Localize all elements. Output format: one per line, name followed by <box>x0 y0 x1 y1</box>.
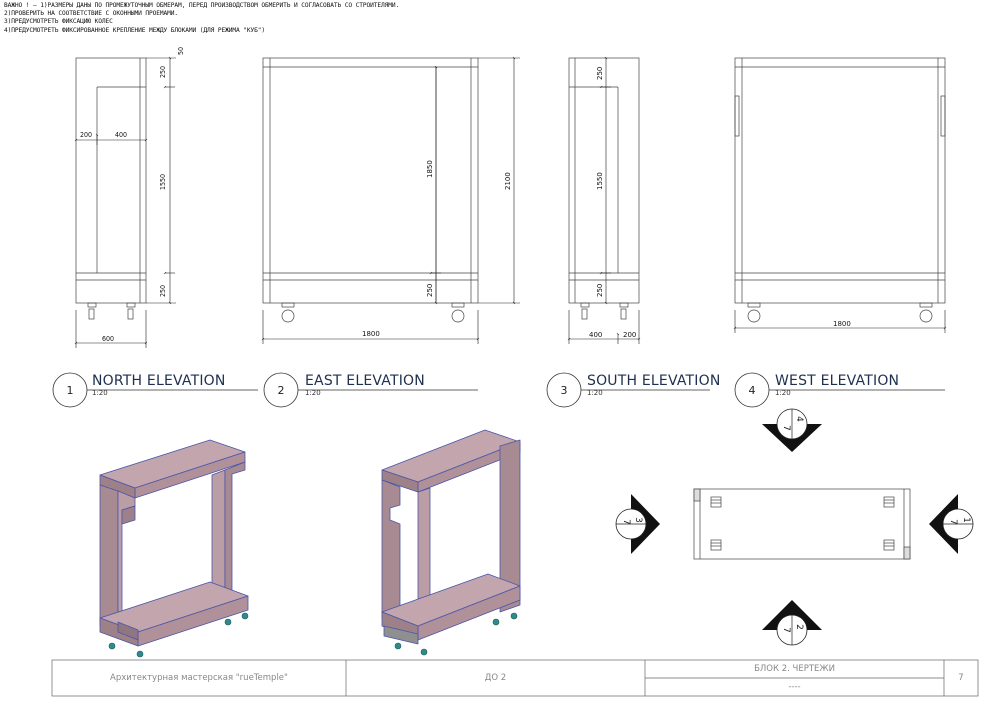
south-dimensions <box>567 56 641 344</box>
marker-bottom-number: 2 <box>794 624 804 630</box>
east-dim-total: 2100 <box>504 172 512 190</box>
north-dim-height: 1550 <box>159 174 167 190</box>
view-title-east-name: EAST ELEVATION <box>305 373 425 389</box>
isometric-view-right <box>381 429 521 645</box>
south-dim-left: 400 <box>589 331 602 339</box>
south-elevation-drawing <box>568 57 640 320</box>
view-2-number: 2 <box>278 384 285 397</box>
view-title-south-name: SOUTH ELEVATION <box>587 373 721 389</box>
west-elevation-drawing <box>734 57 946 323</box>
note-line: 3)ПРЕДУСМОТРЕТЬ ФИКСАЦИЮ КОЛЕС <box>4 18 113 26</box>
view-title-south: SOUTH ELEVATION 1:20 <box>587 373 721 397</box>
east-dim-bottom: 250 <box>426 284 434 297</box>
north-dim-mid: 400 <box>115 131 127 139</box>
view-title-north-scale: 1:20 <box>92 389 108 397</box>
note-line: 2)ПРОВЕРИТЬ НА СООТВЕТСТВИЕ С ОКОННЫМИ П… <box>4 10 179 18</box>
marker-left-number: 3 <box>633 517 643 523</box>
view-title-west-scale: 1:20 <box>775 389 791 397</box>
note-line: 4)ПРЕДУСМОТРЕТЬ ФИКСИРОВАННОЕ КРЕПЛЕНИЕ … <box>4 26 266 34</box>
wheel-icon <box>108 642 116 650</box>
marker-top-number: 4 <box>794 416 804 422</box>
west-dim-width: 1800 <box>833 320 851 328</box>
wheel-icon <box>394 642 402 650</box>
view-title-west-name: WEST ELEVATION <box>775 373 900 389</box>
title-block-frame <box>51 659 979 697</box>
view-1-number: 1 <box>67 384 74 397</box>
north-dim-width: 600 <box>102 335 114 343</box>
plan-outline <box>693 488 911 560</box>
east-dim-width: 1800 <box>362 330 380 338</box>
north-elevation-drawing <box>75 57 147 320</box>
marker-right-number: 1 <box>961 517 971 523</box>
marker-left-sheet: 7 <box>621 519 631 525</box>
north-outline <box>75 57 147 304</box>
isometric-left-wheels <box>108 612 249 658</box>
south-dim-right: 200 <box>623 331 636 339</box>
view-3-number: 3 <box>561 384 568 397</box>
wheel-icon <box>224 618 232 626</box>
south-dim-bottom: 250 <box>596 284 604 297</box>
view-title-south-scale: 1:20 <box>587 389 603 397</box>
sheet-title: БЛОК 2. ЧЕРТЕЖИ <box>754 664 835 674</box>
isometric-view-left <box>99 439 249 647</box>
west-dimensions <box>733 310 947 333</box>
view-4-number: 4 <box>749 384 756 397</box>
south-dim-top: 250 <box>596 67 604 80</box>
view-title-west: WEST ELEVATION 1:20 <box>775 373 899 397</box>
wheel-icon <box>136 650 144 658</box>
wheel-icon <box>420 648 428 656</box>
marker-right-sheet: 7 <box>948 519 958 525</box>
view-title-east-scale: 1:20 <box>305 389 321 397</box>
north-dim-top-small: 50 <box>177 47 185 55</box>
wheel-icon <box>241 612 249 620</box>
north-dim-top: 250 <box>159 66 167 78</box>
marker-top-sheet: 7 <box>781 425 791 431</box>
view-title-markers <box>52 372 945 408</box>
sheet-subtitle: ---- <box>788 682 801 692</box>
north-dim-left: 200 <box>80 131 92 139</box>
marker-bottom-sheet: 7 <box>781 627 791 633</box>
view-title-north-name: NORTH ELEVATION <box>92 373 226 389</box>
north-dim-bottom: 250 <box>159 285 167 297</box>
view-title-north: NORTH ELEVATION 1:20 <box>92 373 226 397</box>
isometric-right-wheels <box>394 612 518 656</box>
plan-view <box>693 488 911 560</box>
south-dim-height: 1550 <box>596 172 604 190</box>
general-notes: ВАЖНО ! – 1)РАЗМЕРЫ ДАНЫ ПО ПРОМЕЖУТОЧНЫ… <box>4 2 399 35</box>
marker-top <box>762 408 822 452</box>
view-title-east: EAST ELEVATION 1:20 <box>305 373 425 397</box>
east-dim-inner: 1850 <box>426 160 434 178</box>
east-dimensions <box>261 56 520 344</box>
marker-right <box>929 494 974 554</box>
studio-name: Архитектурная мастерская "rueTemple" <box>110 673 288 683</box>
sheet-number: 7 <box>958 673 964 683</box>
wheel-icon <box>510 612 518 620</box>
marker-bottom <box>762 600 822 646</box>
wheel-icon <box>492 618 500 626</box>
north-dimensions <box>74 56 176 348</box>
marker-left <box>615 494 660 554</box>
project-stage: ДО 2 <box>484 673 507 683</box>
note-line: ВАЖНО ! – 1)РАЗМЕРЫ ДАНЫ ПО ПРОМЕЖУТОЧНЫ… <box>4 2 400 9</box>
east-elevation-drawing <box>262 57 479 323</box>
